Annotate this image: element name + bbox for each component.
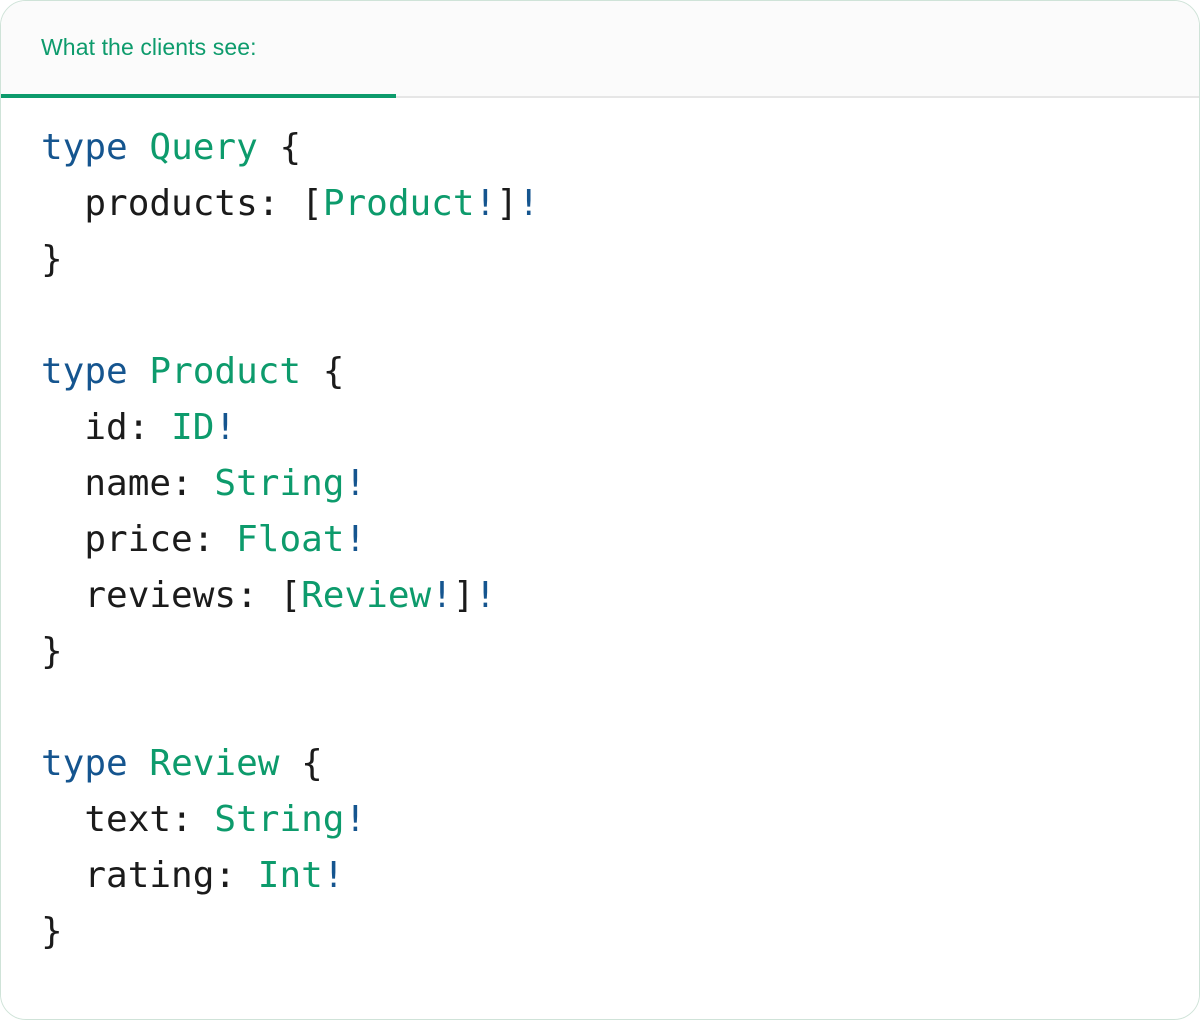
code-token-punc bbox=[41, 575, 84, 616]
code-token-name: text: bbox=[84, 799, 193, 840]
code-token-type: String bbox=[214, 799, 345, 840]
code-line: } bbox=[41, 232, 1199, 288]
code-token-punc: { bbox=[322, 351, 345, 392]
code-token-type: ID bbox=[171, 407, 215, 448]
code-token-type: Product bbox=[149, 351, 302, 392]
code-token-punc bbox=[193, 463, 215, 504]
code-token-type: Int bbox=[257, 855, 323, 896]
code-token-bang: ! bbox=[431, 575, 453, 616]
tab-label: What the clients see: bbox=[41, 34, 257, 60]
code-token-punc bbox=[128, 351, 150, 392]
code-token-bang: ! bbox=[322, 855, 345, 896]
code-token-punc bbox=[279, 743, 301, 784]
code-token-punc: [ bbox=[279, 575, 302, 616]
code-viewer[interactable]: type Query { products: [Product!]!} type… bbox=[1, 98, 1199, 1017]
code-token-punc bbox=[279, 183, 301, 224]
code-line bbox=[41, 680, 1199, 736]
code-token-type: String bbox=[214, 463, 345, 504]
code-token-name: rating: bbox=[84, 855, 237, 896]
code-token-punc bbox=[236, 855, 258, 896]
code-token-type: Review bbox=[301, 575, 432, 616]
tab-bar: What the clients see: bbox=[1, 1, 1199, 98]
code-token-punc bbox=[41, 183, 84, 224]
code-token-type: Float bbox=[236, 519, 345, 560]
code-token-punc: } bbox=[41, 239, 63, 280]
code-line: type Product { bbox=[41, 344, 1199, 400]
code-token-type: Review bbox=[149, 743, 280, 784]
code-line bbox=[41, 288, 1199, 344]
code-line: name: String! bbox=[41, 456, 1199, 512]
code-token-type: Product bbox=[322, 183, 475, 224]
code-token-punc: [ bbox=[301, 183, 323, 224]
code-token-kw: type bbox=[41, 351, 128, 392]
code-token-bang: ! bbox=[214, 407, 237, 448]
code-token-bang: ! bbox=[344, 799, 367, 840]
code-line: type Review { bbox=[41, 736, 1199, 792]
code-token-bang: ! bbox=[344, 463, 367, 504]
code-token-name: name: bbox=[84, 463, 193, 504]
code-token-name: products: bbox=[84, 183, 280, 224]
code-token-type: Query bbox=[149, 127, 258, 168]
code-token-punc bbox=[214, 519, 236, 560]
code-token-name: reviews: bbox=[84, 575, 258, 616]
graphql-schema-code: type Query { products: [Product!]!} type… bbox=[1, 120, 1199, 960]
code-line: products: [Product!]! bbox=[41, 176, 1199, 232]
code-token-punc: ] bbox=[496, 183, 518, 224]
code-token-name: price: bbox=[84, 519, 215, 560]
code-token-punc bbox=[128, 743, 150, 784]
code-token-punc bbox=[128, 127, 150, 168]
code-token-punc bbox=[301, 351, 323, 392]
code-line: type Query { bbox=[41, 120, 1199, 176]
code-token-punc bbox=[41, 855, 84, 896]
code-token-name: id: bbox=[84, 407, 150, 448]
code-token-punc bbox=[258, 127, 280, 168]
code-token-punc bbox=[258, 575, 280, 616]
code-line: } bbox=[41, 624, 1199, 680]
code-token-punc bbox=[193, 799, 215, 840]
code-token-bang: ! bbox=[344, 519, 367, 560]
code-token-punc: } bbox=[41, 911, 63, 952]
code-token-kw: type bbox=[41, 127, 128, 168]
code-token-punc bbox=[41, 407, 84, 448]
code-token-bang: ! bbox=[474, 575, 497, 616]
tab-what-the-clients-see[interactable]: What the clients see: bbox=[1, 1, 396, 98]
code-token-bang: ! bbox=[517, 183, 540, 224]
code-token-punc bbox=[41, 519, 84, 560]
code-line: rating: Int! bbox=[41, 848, 1199, 904]
code-token-kw: type bbox=[41, 743, 128, 784]
code-line: reviews: [Review!]! bbox=[41, 568, 1199, 624]
code-token-bang: ! bbox=[474, 183, 497, 224]
code-line: text: String! bbox=[41, 792, 1199, 848]
code-line: id: ID! bbox=[41, 400, 1199, 456]
code-token-punc: { bbox=[279, 127, 302, 168]
code-token-punc: } bbox=[41, 631, 63, 672]
code-token-punc: { bbox=[301, 743, 323, 784]
code-token-punc: ] bbox=[452, 575, 475, 616]
code-token-punc bbox=[41, 463, 84, 504]
code-token-punc bbox=[41, 799, 84, 840]
code-line: price: Float! bbox=[41, 512, 1199, 568]
code-line: } bbox=[41, 904, 1199, 960]
code-token-punc bbox=[149, 407, 171, 448]
